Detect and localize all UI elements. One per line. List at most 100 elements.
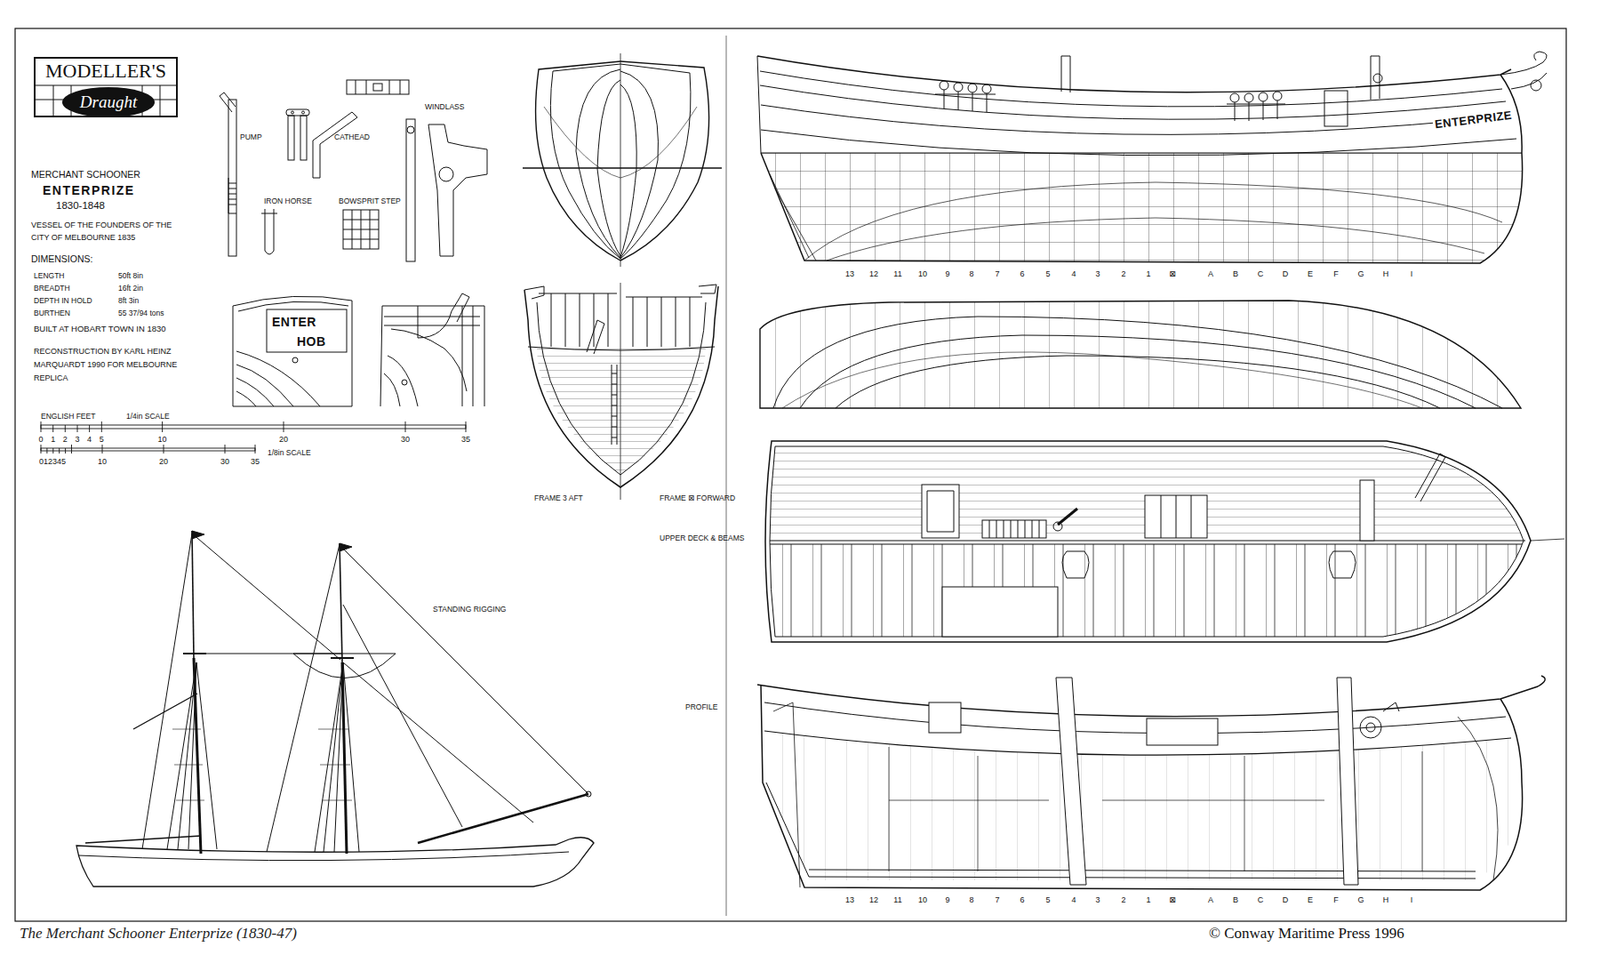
sheer-plan-part [1244, 93, 1254, 103]
name-board: HOB [296, 334, 327, 349]
station-number: 10 [918, 269, 928, 279]
hull-name: ENTERPRIZE [1432, 108, 1514, 132]
station-number: E [1307, 269, 1313, 279]
inboard-profile-part [773, 702, 800, 888]
plan-label: LENGTH [33, 272, 64, 281]
view-title: FRAME ⊠ FORWARD [659, 494, 736, 504]
station-number: B [1232, 895, 1239, 904]
inboard-profile-part [757, 675, 1545, 717]
sheer-plan-part [1373, 73, 1383, 83]
station-number: 4 [1071, 269, 1076, 279]
standing-rigging-part [339, 543, 343, 663]
sheer-plan-part [935, 89, 996, 112]
stern-detail-part [292, 357, 298, 363]
fitting-drawings-part [439, 167, 454, 182]
bow-detail [380, 293, 485, 407]
logo-heading: MODELLER'S [35, 58, 176, 83]
scale-number: 3 [74, 434, 80, 444]
fitting-drawings [219, 80, 488, 262]
fitting-drawings-part [300, 115, 307, 160]
standing-rigging-part [183, 653, 354, 658]
stern-detail-part [266, 309, 347, 352]
standing-rigging-part [314, 662, 360, 852]
fitting-drawings-part [355, 80, 400, 95]
station-number: 4 [1071, 895, 1076, 904]
sheer-plan-part [760, 152, 1522, 153]
standing-rigging-part [339, 543, 352, 552]
deck-plan-part [1053, 521, 1063, 531]
inboard-profile-part [764, 702, 1506, 734]
station-number: 3 [1095, 269, 1100, 279]
fitting-drawings-part [228, 183, 237, 205]
plan-label: 1/4in SCALE [126, 412, 170, 422]
half-breadth-plan-part [760, 297, 1525, 410]
body-plan-part [620, 61, 710, 261]
standing-rigging-part [78, 851, 569, 861]
sheet-border-part [15, 28, 1567, 921]
sheer-plan-part [760, 104, 1512, 135]
standing-rigging-part [417, 793, 589, 843]
part-name: WINDLASS [424, 103, 464, 112]
view-title: PROFILE [685, 703, 718, 712]
plan-label: RECONSTRUCTION BY KARL HEINZ MARQUARDT 1… [33, 344, 203, 385]
station-number: 7 [994, 895, 1000, 904]
name-board: ENTER [272, 314, 317, 329]
inboard-profile-part [766, 782, 809, 877]
part-name: IRON HORSE [264, 197, 312, 207]
sheet-border-part [726, 35, 728, 916]
body-plan-part [620, 53, 622, 267]
deck-plan-part [989, 520, 1040, 538]
station-number: 11 [893, 269, 902, 279]
standing-rigging [76, 530, 594, 887]
fitting-drawings-part [407, 126, 415, 134]
inboard-profile [757, 675, 1545, 890]
sheer-plan-part [804, 182, 1503, 261]
frame-sections-part [611, 364, 617, 445]
station-number: H [1383, 895, 1390, 904]
frame-sections-part [529, 348, 712, 482]
stern-detail-part [236, 351, 320, 407]
station-number: F [1333, 895, 1339, 904]
station-number: 8 [968, 269, 974, 279]
station-number: D [1282, 269, 1289, 279]
inboard-profile-part [764, 730, 1512, 755]
fitting-drawings-part [286, 109, 310, 116]
view-title: UPPER DECK & BEAMS [659, 534, 744, 544]
body-plan-part [620, 64, 691, 259]
scale-bar-part [40, 424, 466, 429]
deck-plan-part [1057, 508, 1078, 525]
inboard-profile-part [928, 702, 961, 733]
inboard-profile-part [1383, 702, 1400, 712]
station-number: 1 [1145, 269, 1151, 279]
scale-number: 20 [159, 456, 168, 466]
station-number: 2 [1120, 269, 1126, 279]
standing-rigging-part [85, 693, 201, 843]
station-number: 12 [869, 895, 879, 904]
plan-label: BREADTH [33, 284, 71, 294]
sheer-plan-part [953, 82, 963, 92]
logo-script: Draught [62, 87, 155, 118]
plan-label: 16ft 2in [118, 284, 144, 294]
logo-box: MODELLER'S Draught [33, 56, 178, 118]
part-name: CATHEAD [334, 133, 370, 143]
standing-rigging-part [192, 530, 205, 539]
station-number: ⊠ [1168, 269, 1176, 279]
fitting-drawings-part [288, 115, 295, 160]
scale-number: 4 [87, 434, 92, 444]
inboard-profile-part [1056, 677, 1087, 885]
scale-number: 012345 [39, 456, 66, 466]
deck-plan-part [769, 544, 1522, 545]
standing-rigging-part [342, 662, 347, 854]
bow-detail-part [380, 305, 485, 407]
fitting-drawings-part [312, 112, 358, 178]
part-name: PUMP [240, 133, 263, 143]
sheer-plan-part [826, 217, 1485, 261]
station-number: 9 [944, 269, 950, 279]
standing-rigging-part [172, 728, 352, 800]
plan-label: 55 37/94 tons [118, 309, 165, 319]
deck-plan-part [764, 444, 1529, 541]
bow-detail-part [401, 379, 408, 385]
sheer-plan-part [1370, 56, 1380, 100]
frame-sections-part [625, 296, 703, 347]
